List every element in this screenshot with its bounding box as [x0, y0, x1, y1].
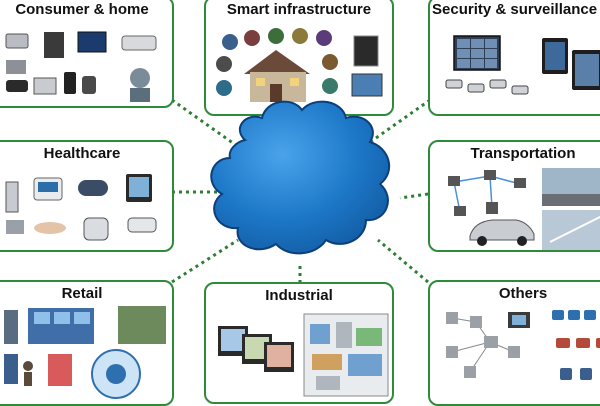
category-box-others: Others — [428, 280, 600, 406]
tablet-icon — [351, 73, 383, 97]
others-illustration — [446, 310, 600, 380]
handheld-device-icon — [6, 220, 24, 234]
camera-icons — [445, 79, 529, 95]
category-box-consumer-home: Consumer & home — [0, 0, 174, 108]
set-top-box-icon — [33, 77, 57, 95]
vending-machine-icon — [4, 354, 18, 384]
appliance-icons-ring — [216, 28, 338, 96]
transportation-illustration — [448, 168, 600, 250]
category-title-others: Others — [498, 285, 548, 302]
media-player-icon — [6, 80, 28, 92]
category-box-smart-infrastructure: Smart infrastructure — [204, 0, 394, 116]
connector-security-surveillance — [365, 98, 431, 147]
shopper-icon — [23, 361, 33, 371]
retail-illustration — [4, 306, 166, 399]
category-box-security-surveillance: Security & surveillance — [428, 0, 600, 116]
application-icons — [552, 310, 596, 320]
category-box-industrial: Industrial — [204, 282, 394, 404]
sensor-network-icon — [560, 368, 592, 380]
shelf-icon — [48, 354, 72, 386]
person-icon — [130, 68, 150, 88]
connector-retail — [171, 238, 239, 284]
router-icon — [121, 35, 157, 51]
scanner-icon — [6, 60, 26, 74]
category-title-industrial: Industrial — [265, 287, 333, 304]
store-photo-icon — [118, 306, 166, 344]
category-box-retail: Retail — [0, 280, 174, 406]
category-title-security-surveillance: Security & surveillance — [432, 1, 598, 18]
category-title-transportation: Transportation — [470, 145, 576, 162]
kiosk-icon — [4, 310, 18, 344]
wristband-icon — [83, 217, 109, 241]
car-icon — [469, 219, 535, 246]
cloud-shape — [210, 100, 390, 255]
hand-device-icon — [34, 222, 66, 234]
smartwatch-icon — [82, 76, 96, 94]
glucometer-icon — [78, 180, 108, 196]
category-title-consumer-home: Consumer & home — [15, 1, 149, 18]
monitor-stand-icon — [5, 181, 19, 213]
factory-diagram-icon — [303, 313, 389, 397]
agriculture-icon — [556, 338, 600, 348]
phone-icon — [64, 72, 76, 94]
control-panel-icon — [353, 35, 379, 67]
category-title-retail: Retail — [61, 285, 103, 302]
category-title-smart-infrastructure: Smart infrastructure — [226, 1, 372, 18]
laptop-icon — [44, 32, 64, 58]
category-box-transportation: Transportation — [428, 140, 600, 252]
highway-photo-icon — [542, 210, 600, 250]
tv-icon — [77, 31, 107, 53]
category-title-healthcare: Healthcare — [43, 145, 121, 162]
connector-transportation — [399, 192, 429, 200]
healthcare-devices-illustration — [5, 174, 157, 241]
surveillance-illustration — [445, 35, 600, 95]
printer-icon — [5, 33, 29, 49]
pulse-oximeter-icon — [127, 217, 157, 233]
industrial-illustration — [218, 313, 389, 397]
consumer-devices-illustration — [5, 31, 157, 102]
category-box-healthcare: Healthcare — [0, 140, 174, 252]
house-icon — [244, 50, 310, 102]
smart-home-illustration — [216, 28, 383, 102]
